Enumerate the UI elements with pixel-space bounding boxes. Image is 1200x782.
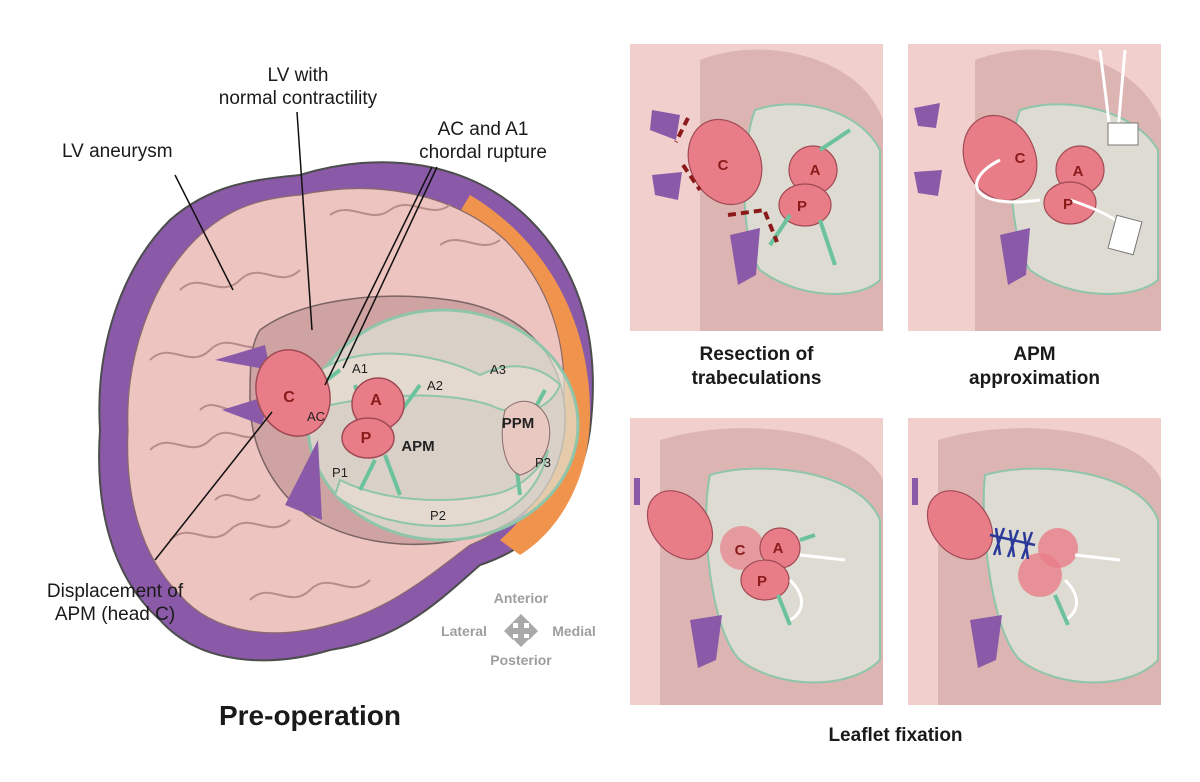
main-heart-diagram: C A P A1 A2 A3 AC APM PPM P1 P2 P3	[98, 161, 594, 662]
caption-leaflet-fixation: Leaflet fixation	[828, 725, 963, 746]
main-diagram-title: Pre-operation	[218, 700, 402, 731]
posterior-papillary-muscle	[501, 400, 551, 476]
panel-fixation-right	[908, 418, 1161, 705]
caption-resection-line2: trabeculations	[691, 368, 822, 389]
callout-lv-normal-line2: normal contractility	[218, 88, 378, 109]
head-p-label: P	[361, 430, 372, 447]
callout-ac-a1-line1: AC and A1	[437, 119, 529, 140]
callout-leader-lines	[154, 111, 438, 561]
papillary-head-p	[341, 417, 395, 459]
ppm-label: PPM	[502, 415, 535, 432]
apm-label: APM	[401, 438, 434, 455]
segment-a2-label: A2	[427, 378, 443, 393]
apm-stalk-bottom	[285, 440, 322, 520]
caption-resection-line1: Resection of	[699, 344, 814, 365]
segment-a1-label: A1	[352, 361, 368, 376]
panel-resection: C A P	[630, 44, 883, 331]
orientation-lateral: Lateral	[441, 623, 487, 639]
caption-approximation: APM approximation	[908, 343, 1161, 391]
callout-lv-normal: LV with normal contractility	[188, 64, 408, 110]
panel1-p-label: P	[797, 198, 807, 215]
callout-displacement: Displacement of APM (head C)	[15, 580, 215, 626]
orientation-medial: Medial	[552, 623, 596, 639]
callout-lv-aneurysm: LV aneurysm	[62, 141, 173, 162]
apm-stalk-upper	[215, 345, 270, 370]
caption-resection: Resection of trabeculations	[630, 343, 883, 391]
callout-displacement-line1: Displacement of	[46, 581, 184, 602]
panel1-a-label: A	[810, 162, 821, 179]
panel3-a-label: A	[773, 540, 784, 557]
segment-p2-label: P2	[430, 508, 446, 523]
segment-p3-label: P3	[535, 455, 551, 470]
panel-approximation: C A P	[908, 44, 1161, 331]
callout-ac-a1: AC and A1 chordal rupture	[388, 118, 578, 164]
caption-approximation-line2: approximation	[969, 368, 1100, 389]
panel2-c-label: C	[1015, 150, 1026, 167]
panel1-c-label: C	[718, 157, 729, 174]
ac-label: AC	[307, 409, 325, 424]
panel3-c-label: C	[735, 542, 746, 559]
orientation-anterior: Anterior	[493, 590, 549, 606]
callout-displacement-line2: APM (head C)	[54, 604, 176, 625]
segment-p1-label: P1	[332, 465, 348, 480]
callout-ac-a1-line2: chordal rupture	[419, 142, 547, 163]
posterior-leaflet	[333, 449, 549, 527]
orientation-arrows-icon	[504, 614, 538, 647]
segment-a3-label: A3	[490, 362, 506, 377]
suture-marks	[989, 527, 1036, 560]
panel3-p-label: P	[757, 573, 767, 590]
panel2-a-label: A	[1073, 163, 1084, 180]
head-c-label: C	[283, 389, 295, 406]
caption-approximation-line1: APM	[1013, 344, 1056, 365]
callout-lv-normal-line1: LV with	[267, 65, 329, 86]
panel2-p-label: P	[1063, 196, 1073, 213]
head-a-label: A	[370, 392, 382, 409]
panel-fixation-left: C A P	[630, 418, 883, 705]
orientation-posterior: Posterior	[490, 652, 552, 668]
